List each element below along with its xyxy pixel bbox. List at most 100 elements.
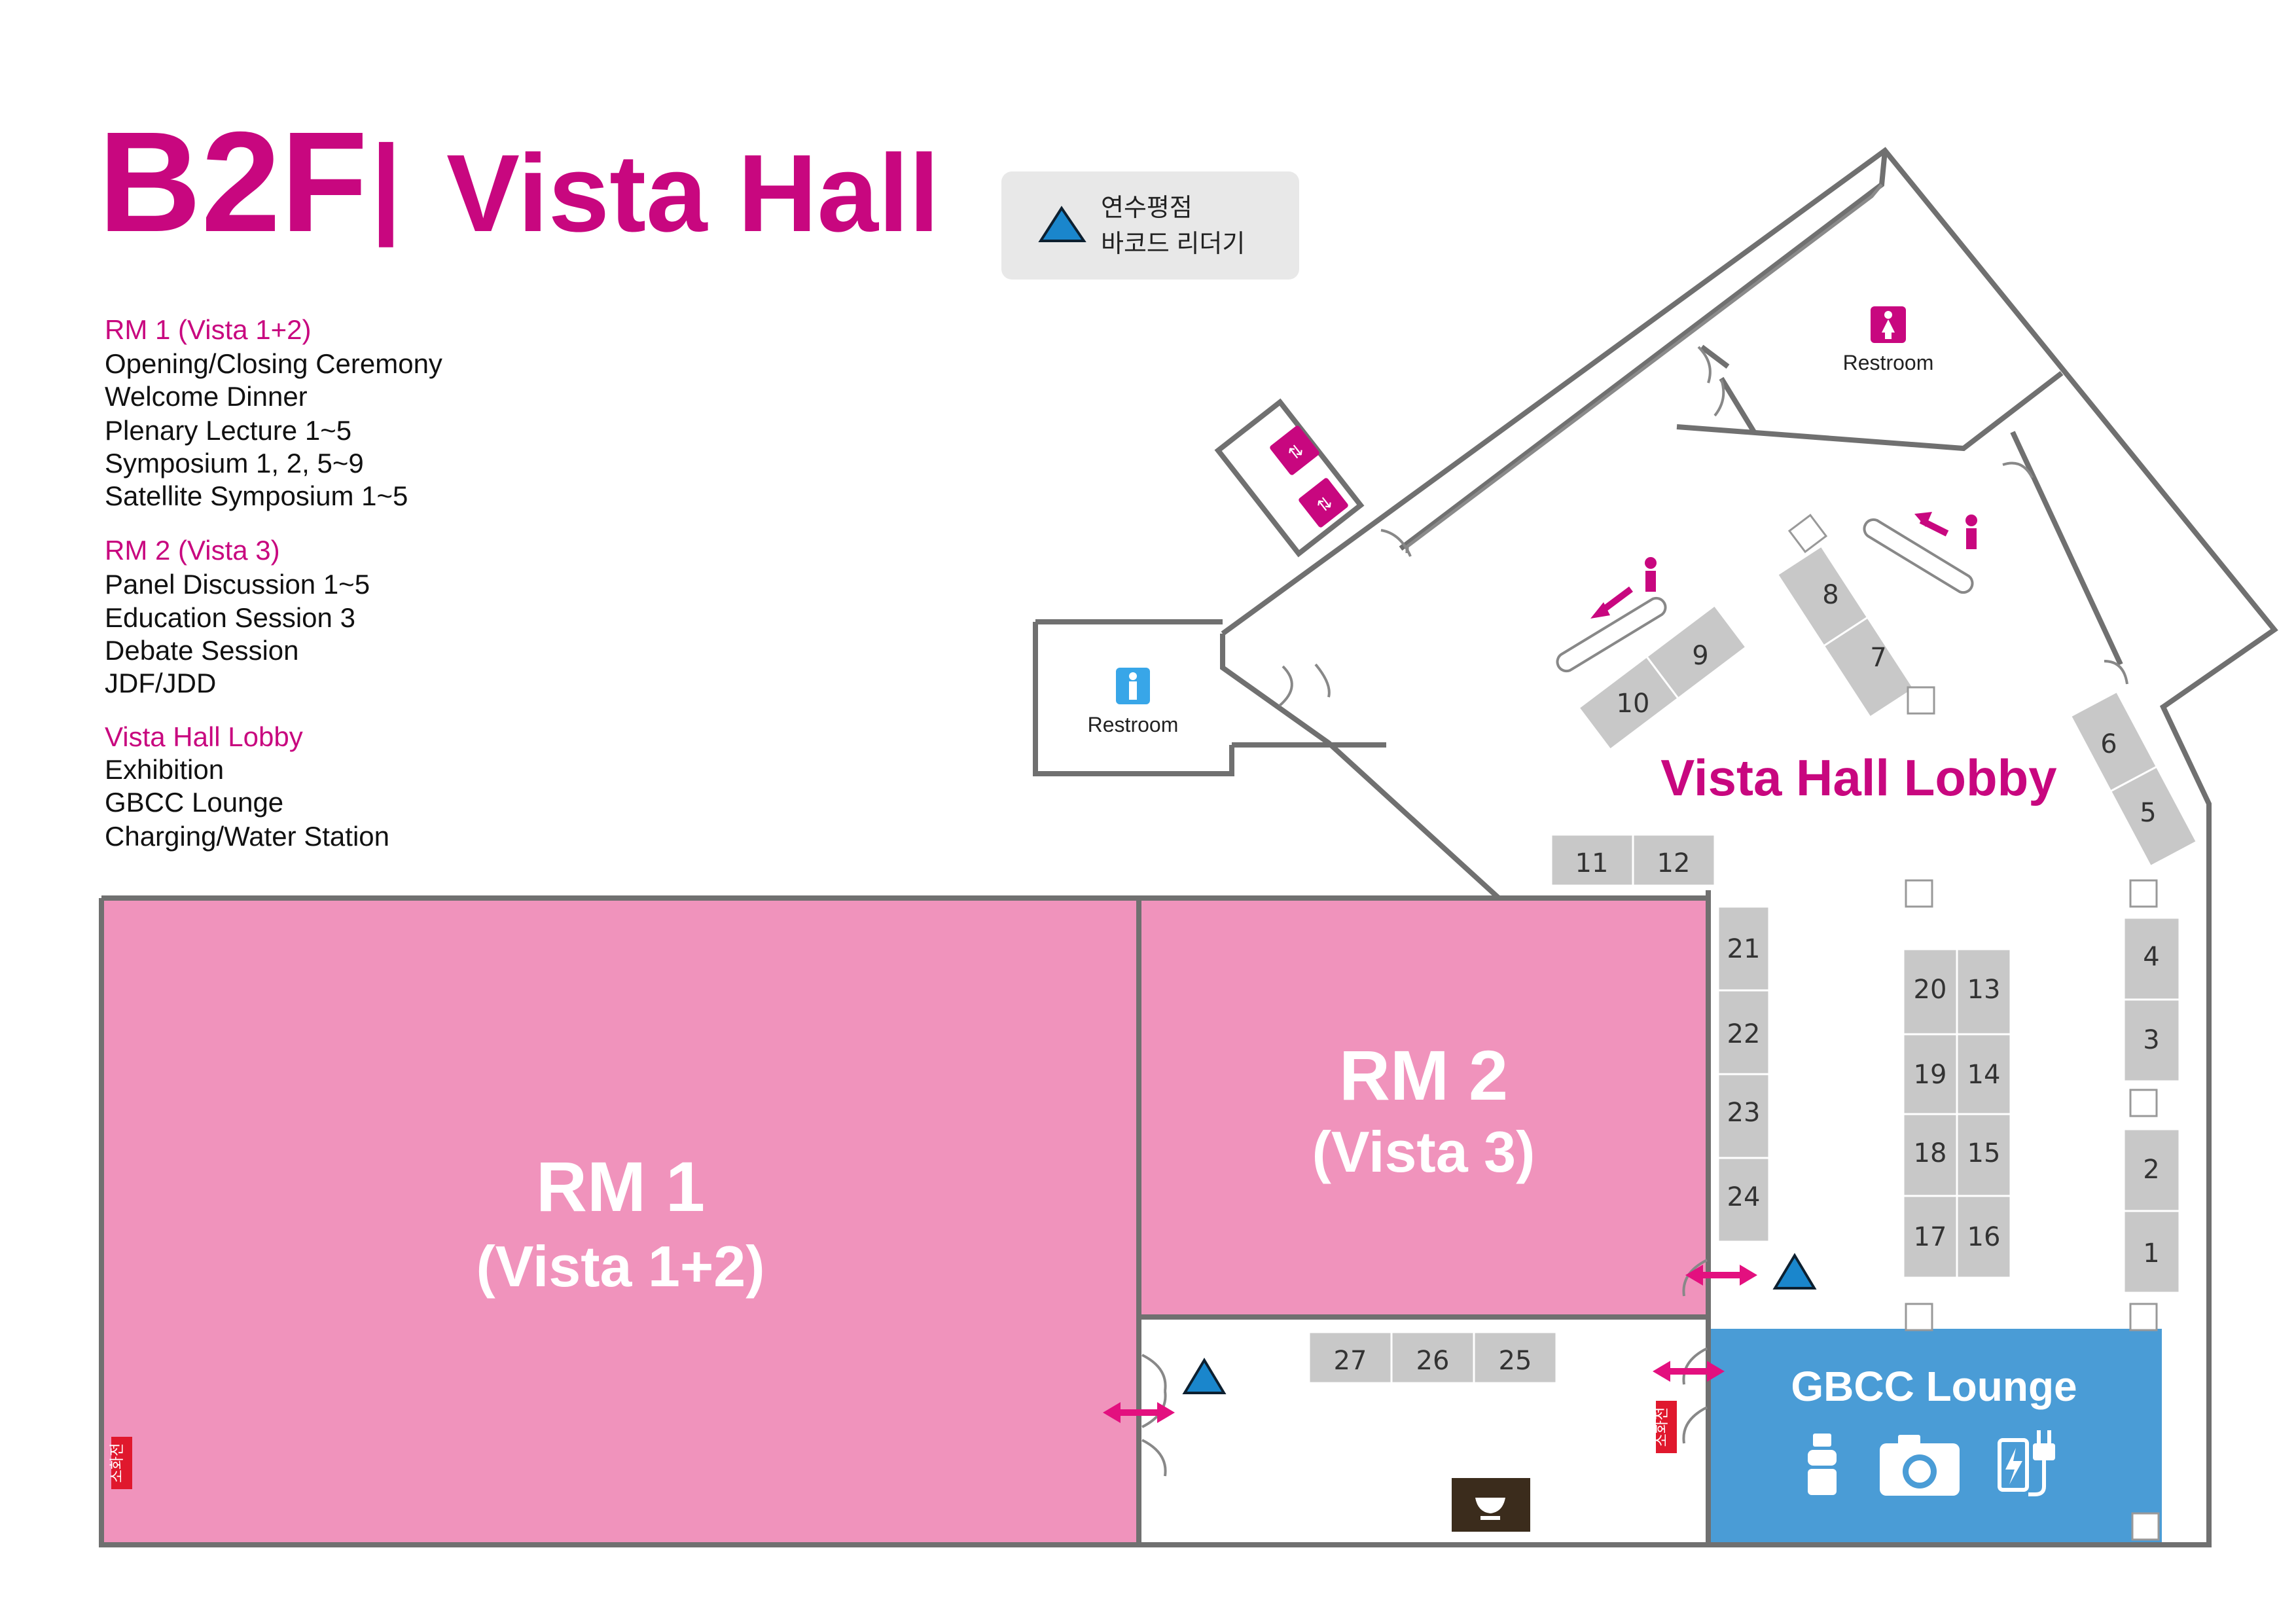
rm2-name: RM 2 bbox=[1339, 1036, 1508, 1115]
directory-item: Plenary Lecture 1~5 bbox=[105, 415, 351, 446]
booth[interactable] bbox=[1550, 833, 1634, 887]
door bbox=[1141, 1354, 1167, 1392]
rm1-sub: (Vista 1+2) bbox=[476, 1234, 764, 1299]
fire-hydrant-rm1: 소화전 bbox=[109, 1437, 132, 1489]
booth-number: 6 bbox=[2100, 729, 2117, 759]
booth[interactable] bbox=[1717, 1073, 1770, 1159]
double-arrow-icon bbox=[1653, 1361, 1725, 1382]
elevators: ⇅ ⇅ bbox=[1214, 398, 1365, 558]
fire-hydrant-label: 소화전 bbox=[109, 1443, 125, 1483]
lounge-label: GBCC Lounge bbox=[1791, 1363, 2077, 1410]
booth-number: 7 bbox=[1870, 643, 1886, 673]
escalators bbox=[1556, 512, 1977, 673]
restroom-men-label: Restroom bbox=[1088, 713, 1179, 736]
rm1-name: RM 1 bbox=[536, 1147, 705, 1226]
blue-triangle-icon bbox=[1038, 206, 1086, 242]
room-rm1[interactable] bbox=[101, 898, 1139, 1545]
blue-triangle-icon bbox=[1182, 1358, 1227, 1394]
legend-line2: 바코드 리더기 bbox=[1101, 230, 1245, 258]
title-separator: | bbox=[370, 122, 402, 247]
booth-number: 15 bbox=[1967, 1138, 2001, 1168]
door-arrows bbox=[1103, 1265, 1757, 1423]
room-labels: RM 1 (Vista 1+2) RM 2 (Vista 3) bbox=[476, 1036, 1535, 1299]
door bbox=[2002, 461, 2034, 478]
legend-line1: 연수평점 bbox=[1101, 194, 1193, 222]
charging-icon bbox=[1998, 1430, 2055, 1496]
booth-number: 10 bbox=[1617, 689, 1650, 719]
lobby-label: Vista Hall Lobby bbox=[1660, 749, 2056, 806]
booth[interactable] bbox=[1473, 1331, 1558, 1384]
booth[interactable] bbox=[1902, 948, 1958, 1036]
booth-number: 13 bbox=[1967, 975, 2001, 1005]
hall-title: Vista Hall bbox=[446, 132, 939, 255]
booth-number: 18 bbox=[1914, 1138, 1947, 1168]
floor-label: B2F bbox=[98, 103, 368, 262]
booth[interactable] bbox=[1645, 604, 1748, 700]
booth-number: 2 bbox=[2143, 1155, 2159, 1185]
booth[interactable] bbox=[1717, 989, 1770, 1075]
door bbox=[1713, 379, 1725, 417]
directory-item: Debate Session bbox=[105, 635, 299, 666]
booth-number: 24 bbox=[1727, 1182, 1761, 1212]
door bbox=[1697, 346, 1712, 384]
door bbox=[2104, 660, 2128, 685]
booth[interactable] bbox=[1822, 616, 1916, 719]
camera-icon bbox=[1880, 1435, 1960, 1496]
booth-number: 20 bbox=[1914, 975, 1947, 1005]
page-header: B2F | Vista Hall bbox=[98, 103, 939, 262]
directory-title-rm1: RM 1 (Vista 1+2) bbox=[105, 314, 312, 345]
booth[interactable] bbox=[2109, 765, 2198, 868]
booth-number: 22 bbox=[1727, 1019, 1761, 1049]
booth-number: 27 bbox=[1334, 1346, 1367, 1376]
restroom-men[interactable]: Restroom bbox=[1088, 668, 1179, 736]
booth-number: 8 bbox=[1822, 580, 1839, 610]
booth[interactable] bbox=[2123, 998, 2181, 1083]
booth-number: 16 bbox=[1967, 1222, 2001, 1252]
booth-number: 14 bbox=[1967, 1060, 2001, 1090]
door bbox=[1141, 1439, 1167, 1477]
booth[interactable] bbox=[1902, 1195, 1958, 1279]
booth[interactable] bbox=[1390, 1331, 1475, 1384]
booth[interactable] bbox=[2123, 1128, 2181, 1212]
booth[interactable] bbox=[1956, 1113, 2012, 1197]
gbcc-lounge[interactable] bbox=[1707, 1329, 2162, 1545]
double-arrow-icon bbox=[1685, 1265, 1757, 1286]
elevator-icon bbox=[1299, 478, 1348, 528]
directory-item: Panel Discussion 1~5 bbox=[105, 569, 370, 600]
barcode-reader-markers bbox=[1182, 1253, 1817, 1394]
directory-title-rm2: RM 2 (Vista 3) bbox=[105, 535, 280, 566]
booth-number: 21 bbox=[1727, 934, 1761, 964]
door bbox=[1682, 1347, 1708, 1385]
coffee-cup-icon bbox=[1452, 1478, 1530, 1532]
double-arrow-icon bbox=[1103, 1402, 1175, 1423]
booths: 11 12 21 22 23 24 20 13 19 14 18 15 17 1… bbox=[1308, 545, 2198, 1384]
booth[interactable] bbox=[1632, 833, 1716, 887]
booth[interactable] bbox=[1956, 1195, 2012, 1279]
booth[interactable] bbox=[1717, 1157, 1770, 1243]
booth-number: 5 bbox=[2140, 798, 2156, 828]
columns bbox=[1787, 513, 2160, 1541]
restroom-women[interactable]: Restroom bbox=[1843, 306, 1934, 374]
booth-number: 23 bbox=[1727, 1098, 1761, 1128]
booth-number: 1 bbox=[2143, 1238, 2159, 1269]
room-rm2[interactable] bbox=[1139, 898, 1707, 1317]
booth[interactable] bbox=[1308, 1331, 1393, 1384]
booth[interactable] bbox=[2123, 1210, 2181, 1294]
directory-title-lobby: Vista Hall Lobby bbox=[105, 721, 303, 752]
booth-number: 11 bbox=[1575, 848, 1609, 878]
legend-box: 연수평점 바코드 리더기 bbox=[1001, 171, 1299, 280]
booth-number: 19 bbox=[1914, 1060, 1947, 1090]
booth-number: 26 bbox=[1416, 1346, 1450, 1376]
directory-item: GBCC Lounge bbox=[105, 787, 283, 818]
directory-item: Exhibition bbox=[105, 754, 224, 785]
walls bbox=[99, 147, 2278, 1547]
directory-item: Symposium 1, 2, 5~9 bbox=[105, 448, 364, 478]
door bbox=[1682, 1406, 1708, 1444]
restroom-women-label: Restroom bbox=[1843, 351, 1934, 374]
fire-hydrant-label: 소화전 bbox=[1653, 1407, 1670, 1447]
booth-number: 25 bbox=[1499, 1346, 1532, 1376]
escalator-icon bbox=[1556, 557, 1667, 673]
door bbox=[1314, 663, 1331, 698]
door bbox=[1380, 529, 1412, 557]
